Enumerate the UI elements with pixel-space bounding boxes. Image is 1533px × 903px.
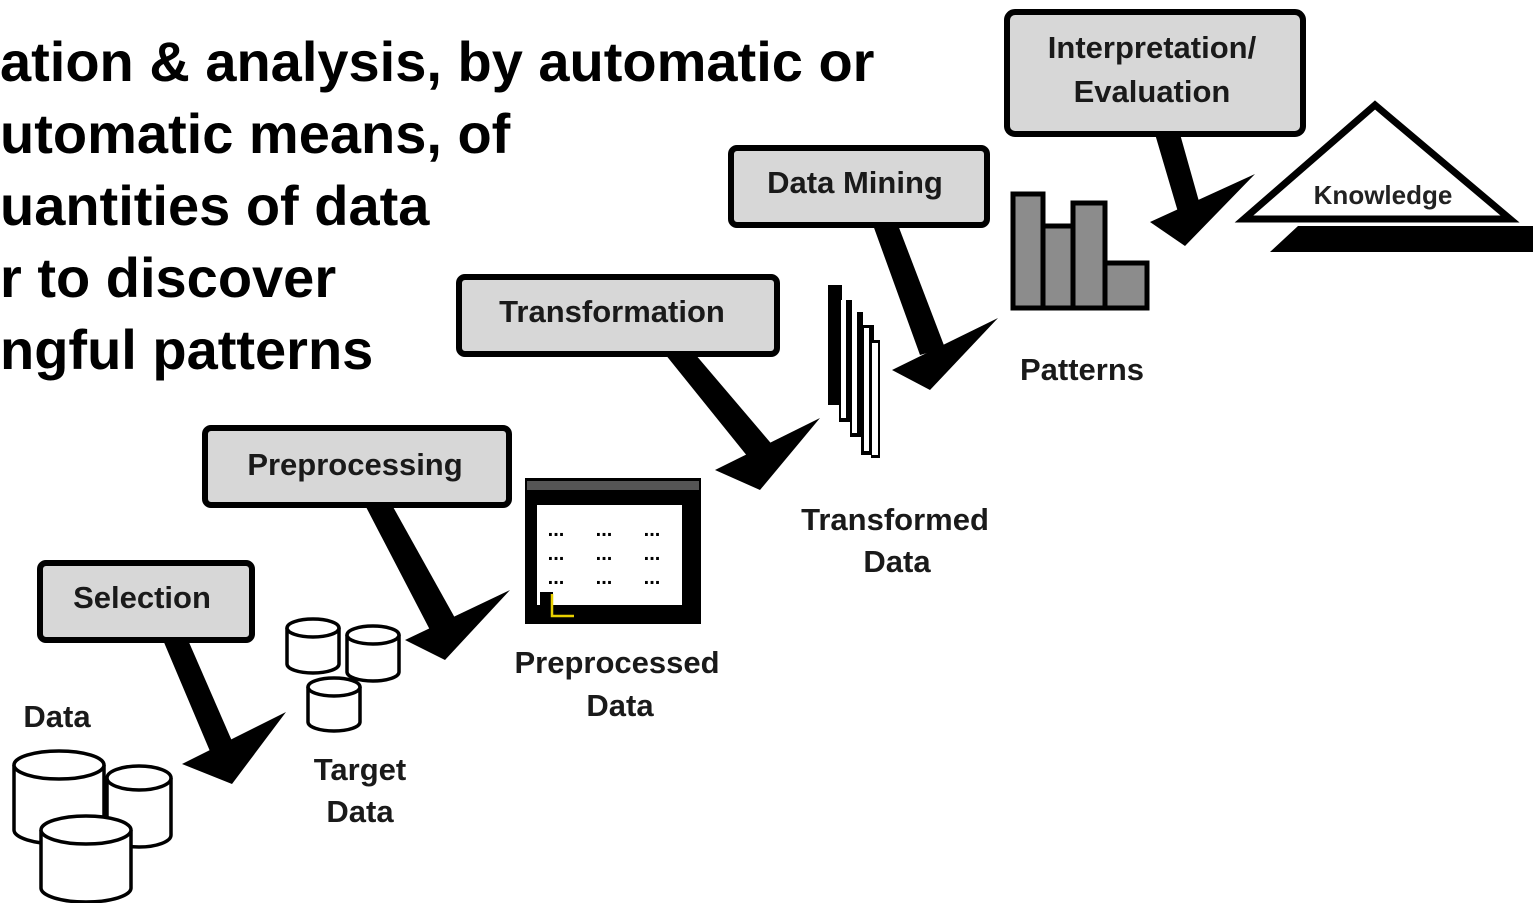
interpretation-step: Interpretation/ Evaluation [1004, 9, 1306, 137]
knowledge-label: Knowledge [1314, 180, 1453, 210]
preprocessing-step: Preprocessing [202, 425, 512, 508]
table-cell: ... [596, 543, 613, 565]
transformed-data-label-line1: Transformed [801, 502, 989, 537]
target-data-cylinder [285, 617, 341, 675]
transformation-arrow [665, 354, 820, 490]
preprocessed-data-label-line2: Data [586, 688, 654, 723]
transformed-data-sheets [828, 285, 880, 458]
data-mining-label: Data Mining [767, 165, 943, 200]
interpretation-arrow [1150, 134, 1255, 246]
cursor-mark [550, 594, 574, 618]
selection-box [37, 560, 255, 643]
preprocessed-data-table: ... ... ... ... ... ... ... ... ... [525, 478, 701, 624]
definition-line: uantities of data [0, 174, 430, 237]
selection-arrow [163, 640, 286, 784]
selection-step: Selection [37, 560, 255, 643]
table-cell: ... [548, 543, 565, 565]
transformation-label: Transformation [499, 294, 725, 329]
definition-line: r to discover [0, 246, 337, 309]
transformation-box [456, 274, 780, 357]
definition-line: ation & analysis, by automatic or [0, 30, 875, 93]
data-label: Data [23, 699, 91, 734]
target-data-cylinders [285, 617, 401, 733]
preprocessing-box [202, 425, 512, 508]
definition-text: ation & analysis, by automatic or utomat… [0, 26, 874, 386]
definition-line: ngful patterns [0, 318, 374, 381]
table-cell: ... [644, 567, 661, 589]
knowledge-pyramid: Knowledge [1234, 100, 1533, 252]
interpretation-label-line1: Interpretation/ [1048, 30, 1257, 65]
data-cylinder [39, 814, 133, 903]
table-cell: ... [644, 543, 661, 565]
target-data-cylinder [345, 624, 401, 683]
data-mining-arrow [873, 225, 998, 390]
patterns-label: Patterns [1020, 352, 1144, 387]
definition-line: utomatic means, of [0, 102, 511, 165]
target-data-label-line2: Data [326, 794, 394, 829]
target-data-label-line1: Target [314, 752, 406, 787]
preprocessing-label: Preprocessing [247, 447, 462, 482]
table-cell: ... [548, 519, 565, 541]
patterns-bars [1010, 191, 1150, 311]
transformation-step: Transformation [456, 274, 780, 357]
selection-label: Selection [73, 580, 211, 615]
table-cell: ... [596, 567, 613, 589]
target-data-cylinder [306, 676, 362, 733]
data-mining-box [728, 145, 990, 228]
interpretation-label-line2: Evaluation [1074, 74, 1231, 109]
transformed-data-label-line2: Data [863, 544, 931, 579]
table-cell: ... [644, 519, 661, 541]
preprocessed-data-label-line1: Preprocessed [514, 645, 719, 680]
data-mining-step: Data Mining [728, 145, 990, 228]
table-corner-mark [540, 592, 553, 605]
table-cell: ... [596, 519, 613, 541]
data-cylinders [12, 749, 173, 903]
preprocessing-arrow [365, 505, 510, 660]
table-cell: ... [548, 567, 565, 589]
